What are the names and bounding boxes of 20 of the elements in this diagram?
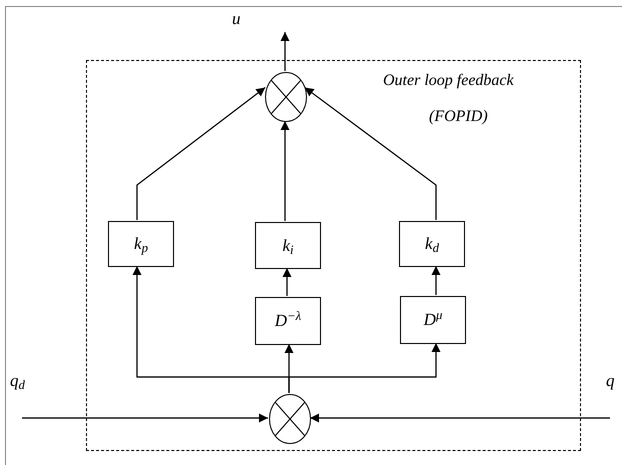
arrow xyxy=(432,266,440,295)
arrow xyxy=(136,86,266,220)
block-box: D$^{μ}$ xyxy=(400,296,466,344)
block-box: k$_{i}$ xyxy=(255,222,321,269)
group-label: (FOPID) xyxy=(429,109,488,125)
arrow xyxy=(310,414,610,422)
signal-label: u xyxy=(232,10,240,27)
dashed-boundary xyxy=(86,60,581,451)
arrow xyxy=(280,32,290,71)
signal-label: q$_{d}$ xyxy=(10,372,25,389)
group-label: Outer loop feedback xyxy=(383,73,514,89)
arrow xyxy=(22,414,268,422)
block-box: k$_{d}$ xyxy=(399,221,465,267)
arrow xyxy=(288,343,440,393)
block-box: k$_{p}$ xyxy=(108,221,174,267)
signal-label: q xyxy=(606,372,614,389)
arrow xyxy=(304,86,437,220)
block-box: D$^{−λ}$ xyxy=(255,297,321,345)
arrow xyxy=(280,121,290,221)
arrow xyxy=(282,268,292,296)
